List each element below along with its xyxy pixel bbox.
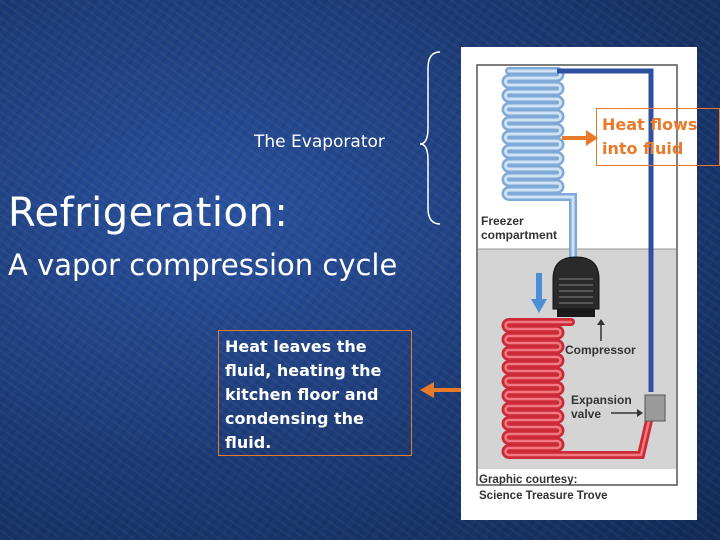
credit-line1: Graphic courtesy: [479,474,577,486]
evaporator-brace [419,51,441,225]
expansion-valve-icon [644,394,666,422]
evaporator-label: The Evaporator [254,132,385,152]
return-line [557,68,654,392]
heat-flows-line: Heat flows [602,115,698,134]
refrigerator-diagram: Freezer compartment Compressor Expansion… [461,47,697,520]
expansion-label-line1: Expansion [571,393,632,407]
heat-leaves-callout: Heat leaves the fluid, heating the kitch… [218,330,412,456]
heat-in-arrow [562,130,598,146]
flow-down-icon [531,273,547,313]
heat-leaves-line: kitchen floor and [225,385,379,404]
compressor-icon [552,256,600,317]
expansion-label-line2: valve [571,407,601,421]
heat-leaves-line: Heat leaves the [225,337,367,356]
heat-leaves-line: condensing the [225,409,364,428]
freezer-label-line2: compartment [481,228,557,242]
compressor-pointer-icon [597,319,605,341]
freezer-label-line1: Freezer [481,214,524,228]
heat-leaves-line: fluid, heating the [225,361,382,380]
expansion-pointer-icon [611,409,643,417]
heat-leaves-line: fluid. [225,433,272,452]
slide-subtitle: A vapor compression cycle [8,248,398,282]
heat-flows-callout: Heat flows into fluid [596,108,720,166]
slide-title: Refrigeration: [8,190,289,236]
compressor-label: Compressor [565,343,636,357]
credit-line2: Science Treasure Trove [479,490,608,502]
heat-flows-line: into fluid [602,139,684,158]
